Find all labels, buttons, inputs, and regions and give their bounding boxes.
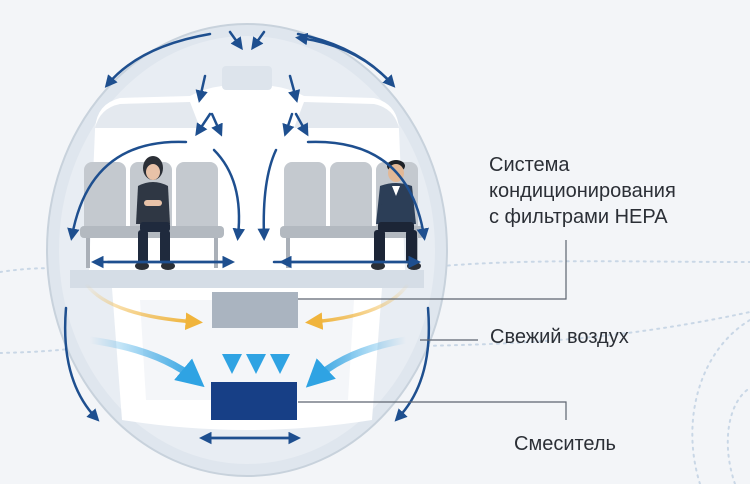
passenger-woman-icon bbox=[135, 156, 175, 270]
fresh-air-label: Свежий воздух bbox=[490, 326, 629, 348]
mixer-label: Смеситель bbox=[514, 433, 616, 455]
recirculation-arrows bbox=[63, 30, 431, 445]
warm-air-arrows bbox=[84, 282, 410, 330]
hepa-system-label-line-2: кондиционирования bbox=[489, 180, 676, 202]
seat bbox=[330, 162, 372, 234]
hepa-system-label-line-3: с фильтрами HEPA bbox=[489, 206, 668, 228]
fresh-air-arrows bbox=[86, 335, 410, 388]
ceiling-air-duct bbox=[222, 66, 272, 90]
mixer-leader-line bbox=[298, 401, 567, 420]
hepa-system-label: Система кондиционирования с фильтрами HE… bbox=[489, 152, 729, 230]
cabin-floor bbox=[70, 270, 424, 288]
left-overhead-bin bbox=[95, 102, 200, 128]
mixer-unit bbox=[211, 382, 297, 420]
hepa-leader-line bbox=[298, 240, 567, 300]
seat bbox=[176, 162, 218, 234]
hepa-system-label-line-1: Система bbox=[489, 154, 570, 176]
hepa-filter-unit bbox=[212, 292, 298, 328]
seat bbox=[84, 162, 126, 234]
seat bbox=[284, 162, 326, 234]
right-overhead-bin bbox=[294, 102, 399, 128]
leader-lines bbox=[298, 240, 567, 420]
